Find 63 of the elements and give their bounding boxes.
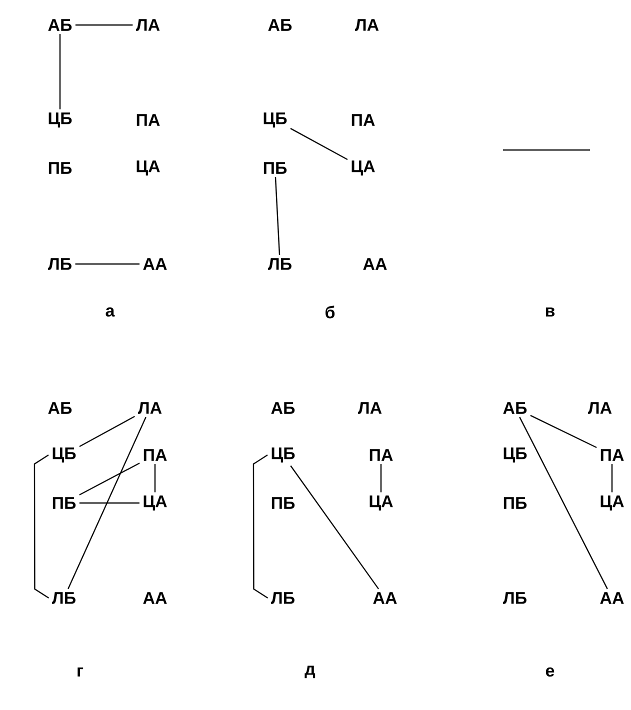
node-label: ПБ bbox=[272, 497, 295, 509]
connector-line bbox=[79, 462, 140, 496]
connector-line bbox=[79, 416, 135, 448]
connector-line bbox=[611, 464, 613, 492]
node-label: ПА bbox=[352, 114, 375, 126]
node-label: ЛА bbox=[136, 19, 160, 31]
node-label: ЛБ bbox=[48, 258, 72, 270]
node-label: АБ bbox=[268, 19, 292, 31]
node-label: АБ bbox=[48, 402, 72, 414]
connector-line bbox=[519, 416, 608, 590]
connector-line bbox=[274, 177, 280, 255]
node-label: ЛБ bbox=[270, 592, 294, 604]
node-label: ПБ bbox=[504, 497, 527, 509]
connector-line bbox=[290, 128, 348, 160]
panel-letter: е bbox=[546, 667, 554, 677]
node-label: ПА bbox=[600, 449, 624, 461]
node-label: ЦБ bbox=[272, 447, 295, 463]
node-label: АА bbox=[143, 592, 167, 604]
node-label: ЦА bbox=[352, 160, 375, 176]
node-label: ЦБ bbox=[264, 112, 287, 128]
node-label: АБ bbox=[48, 19, 72, 31]
node-label: ПА bbox=[136, 114, 160, 126]
panel-letter: д bbox=[304, 666, 316, 678]
panel-letter: в bbox=[546, 308, 555, 316]
node-label: ПБ bbox=[52, 497, 76, 509]
node-label: ЛА bbox=[358, 402, 382, 414]
node-label: ЛА bbox=[588, 402, 612, 414]
node-label: АБ bbox=[503, 402, 527, 414]
panel-letter: г bbox=[78, 668, 84, 676]
connector-line bbox=[79, 502, 140, 504]
node-label: ЛБ bbox=[268, 258, 292, 270]
node-label: ЦА bbox=[370, 495, 393, 511]
node-label: ПА bbox=[370, 449, 393, 461]
panel-letter: б bbox=[326, 306, 335, 318]
node-label: ЦБ bbox=[52, 447, 76, 463]
connector-line bbox=[380, 464, 382, 492]
connector-line bbox=[252, 454, 268, 598]
panel-letter: а bbox=[106, 307, 115, 317]
node-label: ЦБ bbox=[504, 447, 527, 463]
connector-line bbox=[75, 263, 140, 265]
node-label: ЛБ bbox=[52, 592, 76, 604]
connector-line bbox=[75, 24, 133, 26]
node-label: ЦА bbox=[136, 160, 160, 176]
node-label: ЛА bbox=[354, 19, 379, 31]
connector-line bbox=[34, 454, 50, 598]
node-label: ПБ bbox=[264, 162, 287, 174]
node-label: ЦА bbox=[144, 495, 167, 511]
node-label: ЦА bbox=[600, 495, 624, 511]
node-label: ПБ bbox=[48, 162, 72, 174]
node-label: АА bbox=[600, 592, 624, 604]
node-label: АБ bbox=[271, 402, 295, 414]
connector-line bbox=[290, 465, 380, 590]
node-label: АА bbox=[363, 258, 387, 270]
node-label: ЛБ bbox=[502, 592, 526, 604]
connector-line bbox=[154, 464, 156, 492]
node-label: ЛА bbox=[138, 402, 162, 414]
connector-line bbox=[68, 416, 146, 590]
connector-line bbox=[530, 414, 597, 448]
node-label: АА bbox=[143, 258, 167, 270]
node-label: ЦБ bbox=[48, 112, 72, 128]
node-label: АА bbox=[373, 592, 397, 604]
connector-line bbox=[59, 34, 61, 110]
node-label: ПА bbox=[144, 449, 167, 461]
